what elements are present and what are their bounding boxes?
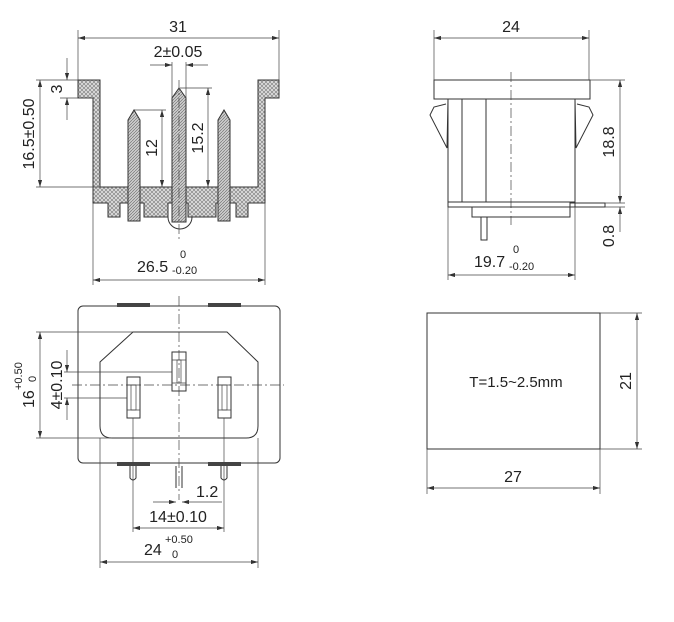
dim-pin-pitch: 2±0.05 xyxy=(154,44,203,61)
cutout-rect xyxy=(426,312,601,450)
earth-pin-bump xyxy=(167,216,193,230)
clip-right xyxy=(574,98,594,149)
body xyxy=(447,98,576,203)
dim-width-31: 31 xyxy=(169,19,187,36)
dim-pin-width: 1.2 xyxy=(196,484,218,501)
dim-pin-15-2: 15.2 xyxy=(190,122,207,153)
flange xyxy=(433,79,591,100)
front-view: 16 +0.50 0 4±0.10 1.2 14±0.10 24 +0.50 0 xyxy=(13,296,284,568)
pin-left xyxy=(127,109,141,222)
dim-tab-0-8: 0.8 xyxy=(601,225,618,247)
dim-body-width: 19.7 xyxy=(474,254,505,271)
dim-height-21: 21 xyxy=(618,372,635,390)
tol-lower: 0 xyxy=(27,376,39,382)
tol-upper: +0.50 xyxy=(165,534,193,546)
tab xyxy=(569,202,606,208)
pin-right xyxy=(217,109,231,222)
housing-outline xyxy=(77,305,281,464)
panel-cutout-view: T=1.5~2.5mm 21 27 xyxy=(426,312,642,494)
tol-upper: 0 xyxy=(180,249,186,261)
dim-width-27: 27 xyxy=(504,469,522,486)
tol-lower: -0.20 xyxy=(172,265,197,277)
dim-pin-offset: 4±0.10 xyxy=(49,360,66,409)
side-section-view: 31 2±0.05 3 16.5±0.50 12 15.2 26.5 0 -0.… xyxy=(21,19,280,285)
dim-pin-12: 12 xyxy=(144,139,161,157)
panel-thickness-note: T=1.5~2.5mm xyxy=(469,374,562,391)
clip-left xyxy=(429,98,449,149)
dim-height-18-8: 18.8 xyxy=(601,126,618,157)
dim-height-16: 16 xyxy=(21,390,38,408)
side-view: 24 18.8 0.8 19.7 0 -0.20 xyxy=(429,19,625,280)
dim-base-width: 26.5 xyxy=(137,259,168,276)
tol-lower: -0.20 xyxy=(509,261,534,273)
socket-outline xyxy=(99,331,259,439)
dim-depth: 16.5±0.50 xyxy=(21,98,38,169)
contact-earth xyxy=(171,351,187,392)
dim-flange-3: 3 xyxy=(49,84,66,93)
dim-width-24: 24 xyxy=(144,542,162,559)
tol-lower: 0 xyxy=(172,549,178,561)
contact-right xyxy=(217,376,232,419)
dim-width-24: 24 xyxy=(502,19,520,36)
tol-upper: +0.50 xyxy=(13,362,25,390)
dim-pin-spacing: 14±0.10 xyxy=(149,509,207,526)
contact-left xyxy=(126,376,141,419)
tol-upper: 0 xyxy=(513,244,519,256)
pin xyxy=(480,216,488,241)
